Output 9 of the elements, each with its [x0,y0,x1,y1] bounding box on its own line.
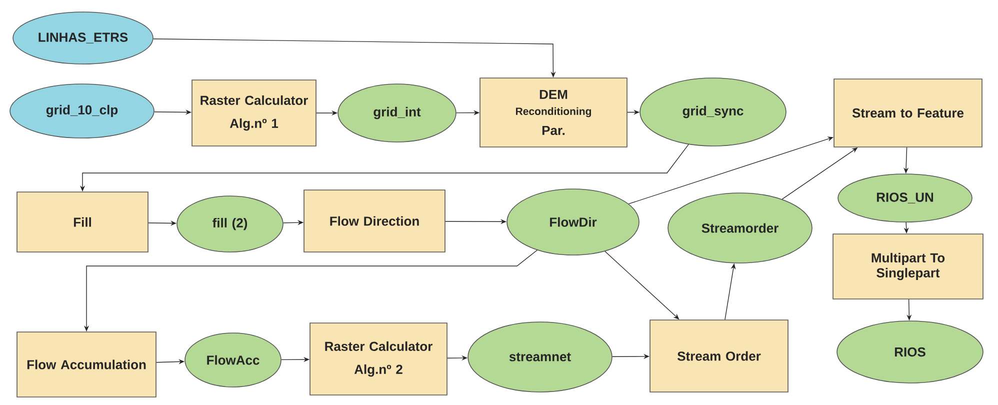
process-box: Stream to Feature [834,78,982,148]
process-box: Flow Direction [304,190,446,252]
process-box: Flow Accumulation [16,332,156,398]
process-box: Raster Calculator Alg.nº 1 [192,80,316,146]
process-box: Multipart To Singlepart [832,234,984,300]
process-box: Fill [16,192,148,252]
process-box: DEM Reconditioning Par. [480,78,628,148]
process-box: Raster Calculator Alg.nº 2 [310,322,448,396]
process-box: Stream Order [650,320,788,392]
